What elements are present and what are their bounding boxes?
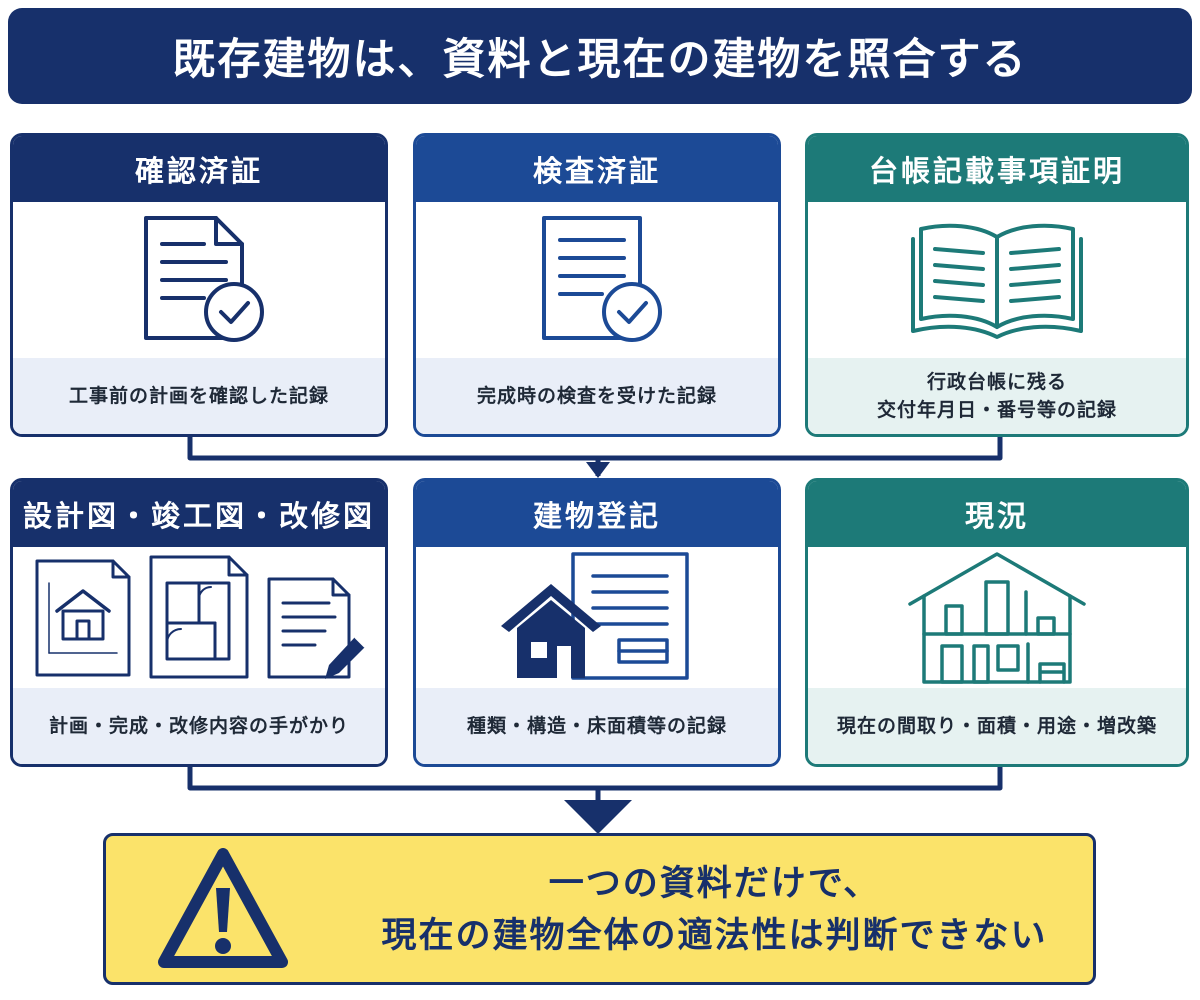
- card-title: 確認済証: [134, 154, 263, 188]
- card-daicho: 台帳記載事項証明 行政台帳に残る 交付年月日・番号等の記録: [805, 133, 1189, 437]
- card-description: 完成時の検査を受けた記録: [476, 385, 717, 407]
- card-title: 建物登記: [532, 499, 661, 533]
- card-kensa: 検査済証 完成時の検査を受けた記録: [413, 133, 781, 437]
- document-check-icon: [144, 216, 264, 342]
- page-title: 既存建物は、資料と現在の建物を照合する: [172, 35, 1028, 85]
- card-description: 種類・構造・床面積等の記録: [466, 715, 727, 737]
- card-description: 行政台帳に残る 交付年月日・番号等の記録: [876, 371, 1117, 421]
- card-toki: 建物登記 種類・構造・床面積等の記録: [413, 478, 781, 767]
- blueprint-drawings-icon: [35, 555, 366, 679]
- house-registry-icon: [501, 552, 689, 680]
- card-title: 設計図・竣工図・改修図: [22, 499, 375, 533]
- small-arrow-down: [586, 462, 610, 478]
- card-description: 計画・完成・改修内容の手がかり: [48, 715, 349, 737]
- card-kakunin: 確認済証 工事前の計画を確認した記録: [10, 133, 388, 437]
- card-title: 台帳記載事項証明: [868, 154, 1125, 188]
- warning-line-1: 一つの資料だけで、: [548, 864, 881, 904]
- card-sekkeizu: 設計図・竣工図・改修図: [10, 478, 388, 767]
- flow-arrow-down: [564, 800, 632, 834]
- page-title-bar: 既存建物は、資料と現在の建物を照合する: [8, 8, 1192, 104]
- card-genkyo: 現況 現在の間取り・面積・用途・増改築: [805, 478, 1189, 767]
- warning-triangle-icon: [158, 848, 288, 968]
- house-interior-icon: [908, 551, 1086, 684]
- card-description: 現在の間取り・面積・用途・増改築: [836, 715, 1157, 737]
- connector-row1: [187, 436, 1003, 461]
- warning-box: 一つの資料だけで、 現在の建物全体の適法性は判断できない: [103, 833, 1096, 985]
- document-check-icon: [542, 216, 662, 342]
- open-book-icon: [911, 223, 1083, 339]
- card-title: 検査済証: [532, 154, 661, 188]
- card-description: 工事前の計画を確認した記録: [68, 385, 329, 407]
- card-title: 現況: [964, 499, 1029, 533]
- warning-line-2: 現在の建物全体の適法性は判断できない: [381, 916, 1048, 956]
- connector-row2: [187, 766, 1003, 791]
